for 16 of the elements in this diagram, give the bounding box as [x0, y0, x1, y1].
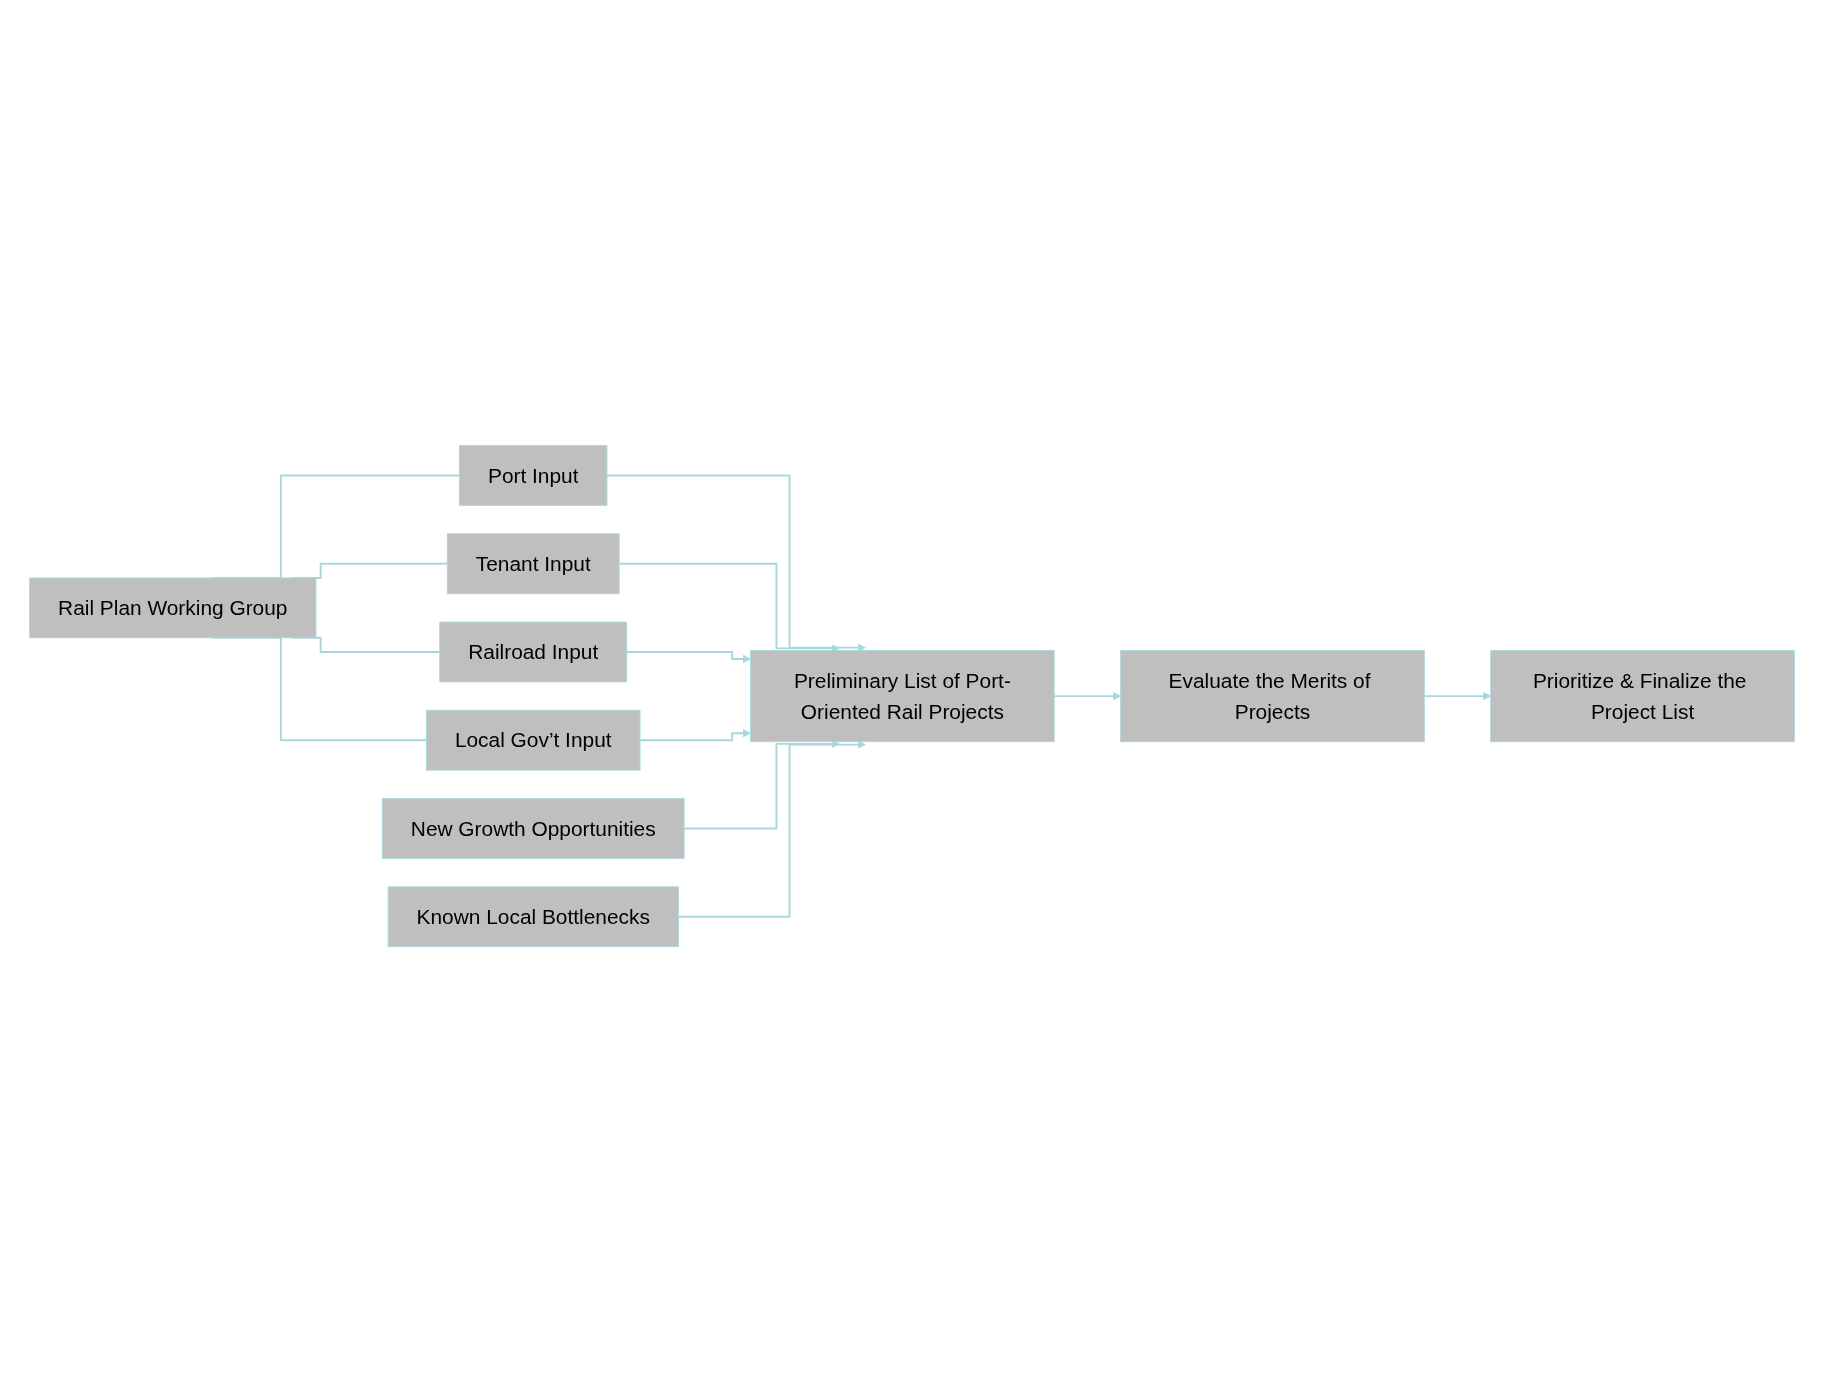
- arrow: [638, 728, 751, 742]
- node-box: Known Local Bottlenecks: [387, 886, 679, 947]
- arrow: [1052, 691, 1121, 701]
- node-box: Local Gov’t Input: [425, 709, 640, 771]
- node-box: Port Input: [458, 445, 607, 506]
- node-box: Prioritize & Finalize the Project List: [1489, 649, 1795, 742]
- node-box: Evaluate the Merits of Projects: [1119, 649, 1425, 742]
- arrow: [676, 740, 866, 918]
- arrow: [1422, 691, 1491, 701]
- node-box: Railroad Input: [438, 621, 627, 683]
- arrow: [605, 474, 866, 652]
- node-box: Tenant Input: [446, 533, 620, 594]
- node-box: Preliminary List of Port-Oriented Rail Projects: [749, 649, 1055, 742]
- node-box: New Growth Opportunities: [381, 798, 685, 859]
- arrow: [625, 650, 751, 664]
- node-box: Rail Plan Working Group: [28, 577, 316, 639]
